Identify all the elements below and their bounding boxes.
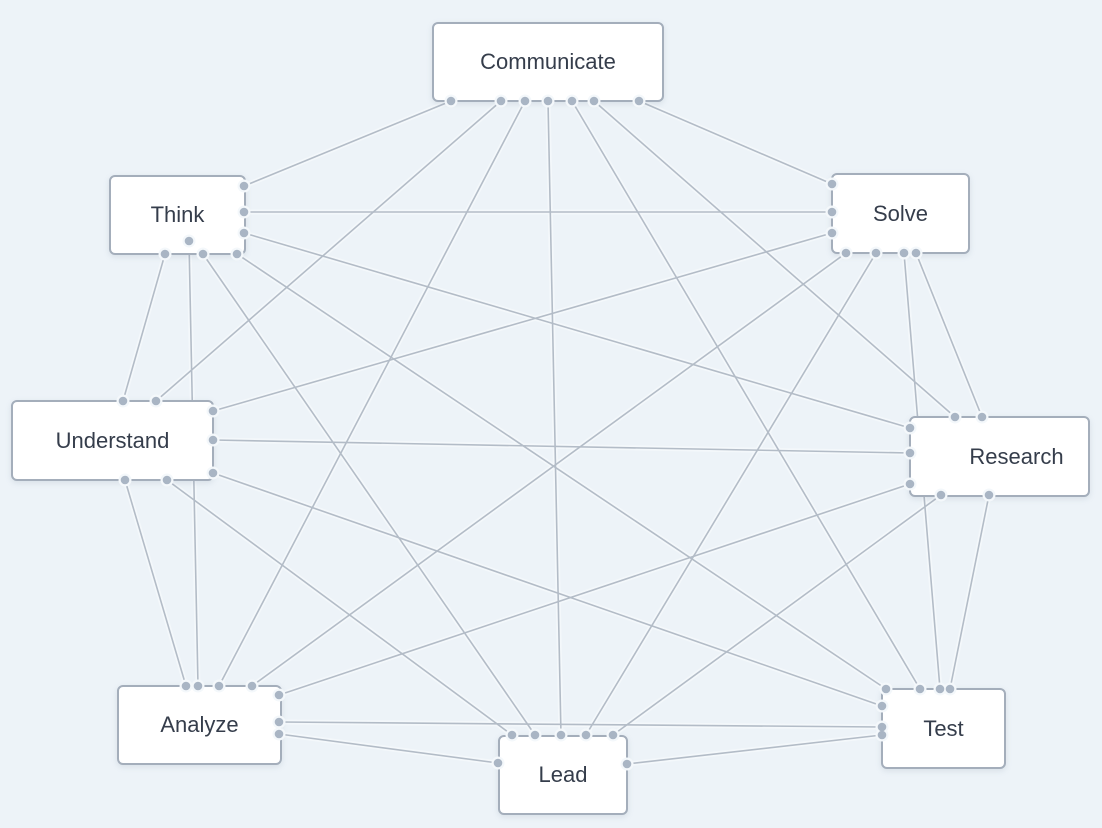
node-label: Communicate [480, 49, 616, 74]
edge-research-lead[interactable] [612, 494, 942, 736]
edge-research-test[interactable] [949, 494, 990, 690]
edge-understand-analyze[interactable] [124, 479, 187, 687]
edge-communicate-understand[interactable] [155, 100, 502, 402]
edge-communicate-test[interactable] [571, 100, 921, 690]
node-understand[interactable]: Understand [11, 400, 214, 481]
node-lead[interactable]: Lead [498, 735, 628, 815]
node-label: Think [150, 202, 205, 227]
edge-communicate-lead[interactable] [547, 100, 562, 736]
edge-communicate-solve[interactable] [638, 100, 833, 185]
edge-research-analyze[interactable] [278, 483, 911, 696]
edge-think-understand[interactable] [122, 253, 166, 402]
edge-solve-research[interactable] [915, 252, 983, 418]
edge-communicate-think[interactable] [243, 100, 452, 187]
node-research[interactable]: Research [909, 416, 1090, 497]
edge-understand-lead[interactable] [166, 479, 513, 736]
node-test[interactable]: Test [881, 688, 1006, 769]
node-label: Lead [538, 762, 588, 787]
node-think[interactable]: Think [109, 175, 246, 255]
edge-think-research[interactable] [243, 232, 911, 429]
edge-think-lead[interactable] [202, 253, 536, 736]
node-label: Research [969, 443, 1064, 469]
node-analyze[interactable]: Analyze [117, 685, 282, 765]
edge-solve-lead[interactable] [585, 252, 877, 736]
edge-communicate-analyze[interactable] [218, 100, 526, 687]
edge-solve-understand[interactable] [212, 232, 833, 412]
edge-understand-research[interactable] [212, 439, 911, 454]
edge-think-test[interactable] [236, 253, 887, 690]
edge-analyze-test[interactable] [278, 721, 883, 728]
node-label: Solve [872, 200, 929, 226]
edge-lead-test[interactable] [626, 734, 883, 765]
node-label: Analyze [160, 712, 239, 737]
edge-communicate-research[interactable] [593, 100, 956, 418]
node-communicate[interactable]: Communicate [432, 22, 664, 102]
node-label: Test [923, 715, 964, 741]
node-label: Understand [55, 427, 170, 453]
edge-analyze-lead[interactable] [278, 733, 499, 764]
edge-understand-test[interactable] [212, 472, 883, 707]
edge-solve-analyze[interactable] [251, 252, 847, 687]
node-solve[interactable]: Solve [831, 173, 970, 254]
